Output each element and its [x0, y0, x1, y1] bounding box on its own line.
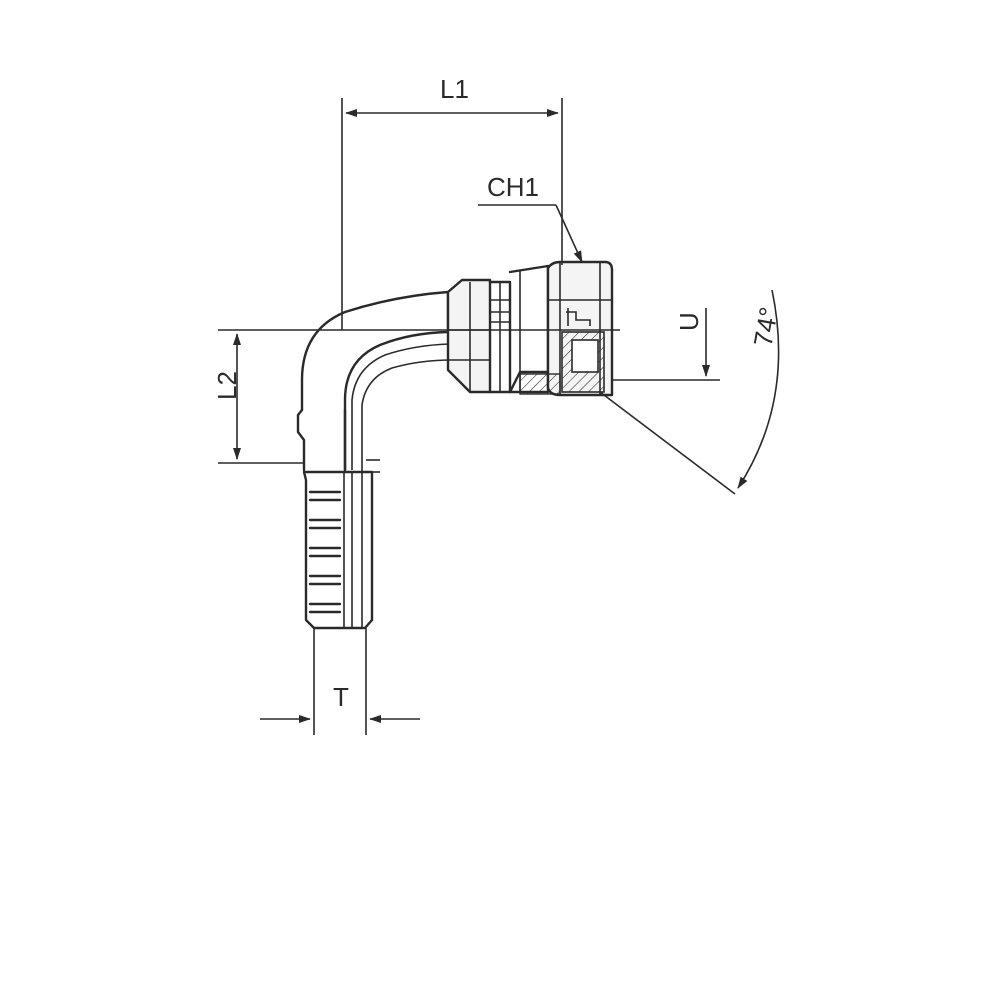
dimension-t: T [260, 628, 420, 735]
label-l2: L2 [212, 371, 242, 400]
label-t: T [333, 682, 349, 712]
dimension-l2: L2 [212, 329, 620, 464]
label-l1: L1 [440, 74, 469, 104]
dimension-l1: L1 [341, 74, 563, 330]
ferrule-serrations [308, 490, 342, 614]
dimension-ch1: CH1 [478, 172, 583, 263]
label-angle: 74° [748, 305, 784, 349]
dimension-u: U [612, 308, 720, 381]
fitting-body [296, 260, 614, 630]
label-ch1: CH1 [487, 172, 539, 202]
label-u: U [674, 312, 704, 331]
dimension-angle: 74° [599, 289, 784, 495]
